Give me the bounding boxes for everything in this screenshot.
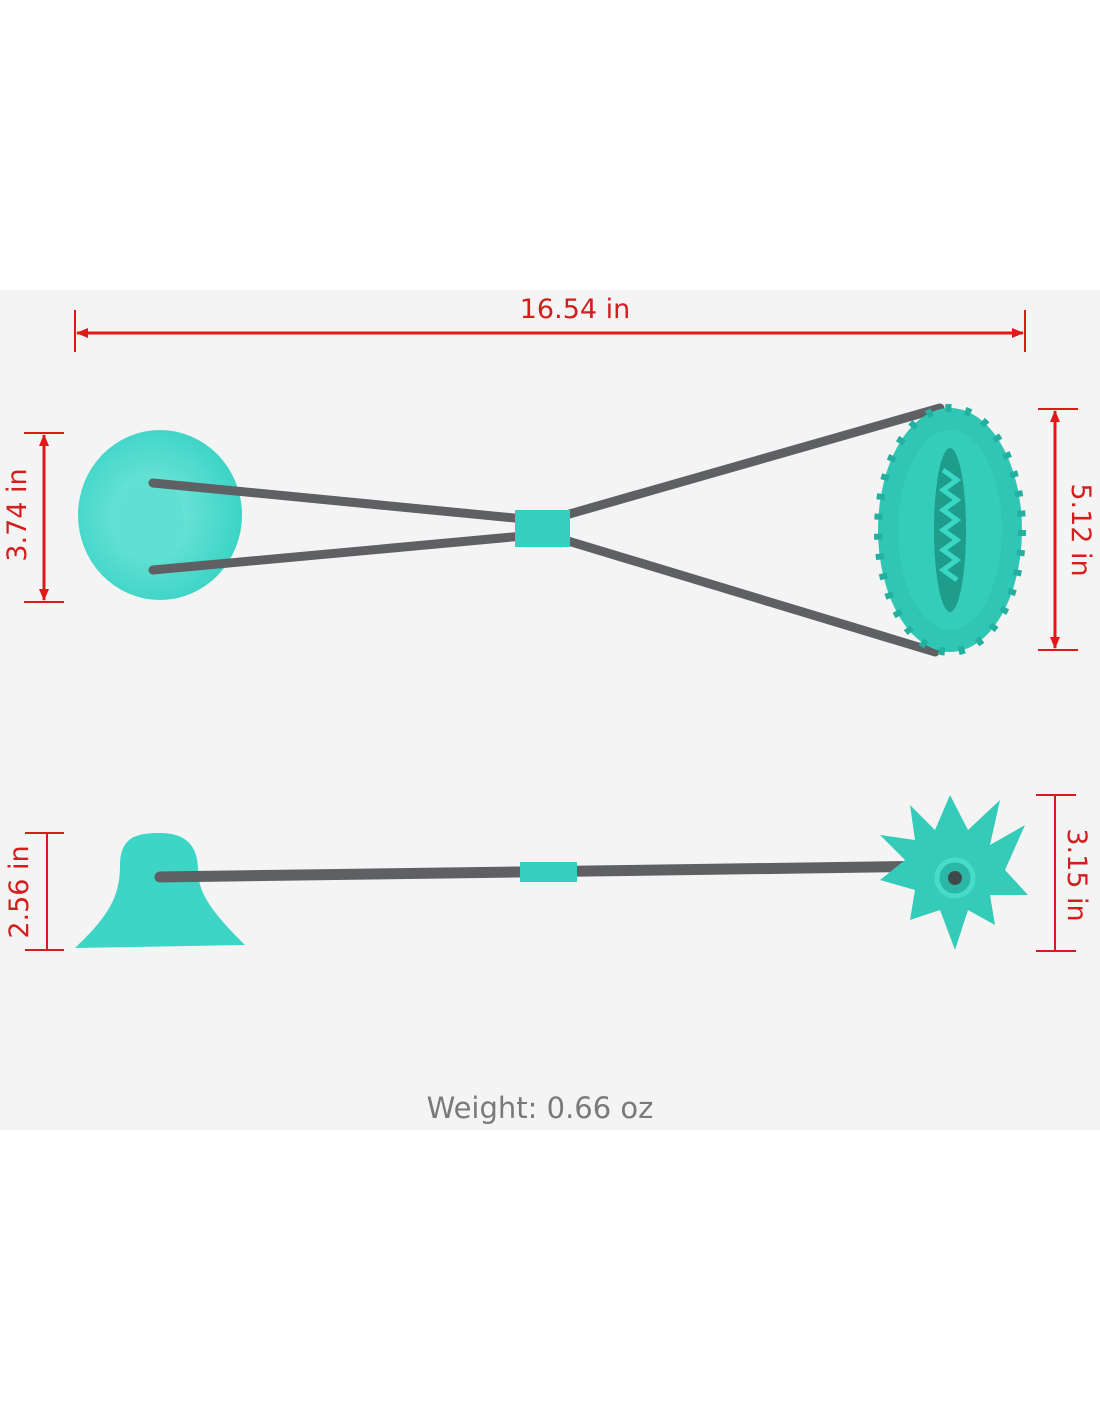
toy-side-view [75,795,1028,950]
spiky-ball [874,404,1026,656]
ball-side-height-dimension [1036,794,1076,952]
suction-cup-height-dimension [25,832,64,951]
suction-cup-height-label: 2.56 in [4,845,35,938]
length-dimension [74,310,1026,352]
rope-knot-side [520,862,577,882]
rope-knot [515,510,570,547]
weight-label: Weight: 0.66 oz [427,1091,654,1125]
ball-side-height-label: 3.15 in [1061,828,1092,921]
suction-cup-side [75,833,245,948]
ball-height-label: 5.12 in [1065,483,1096,576]
toy-top-view [78,403,1026,657]
length-label: 16.54 in [520,294,631,325]
suction-cup-diameter-dimension [24,432,64,603]
suction-cup-diameter-label: 3.74 in [2,468,33,561]
ball-height-dimension [1038,408,1078,651]
